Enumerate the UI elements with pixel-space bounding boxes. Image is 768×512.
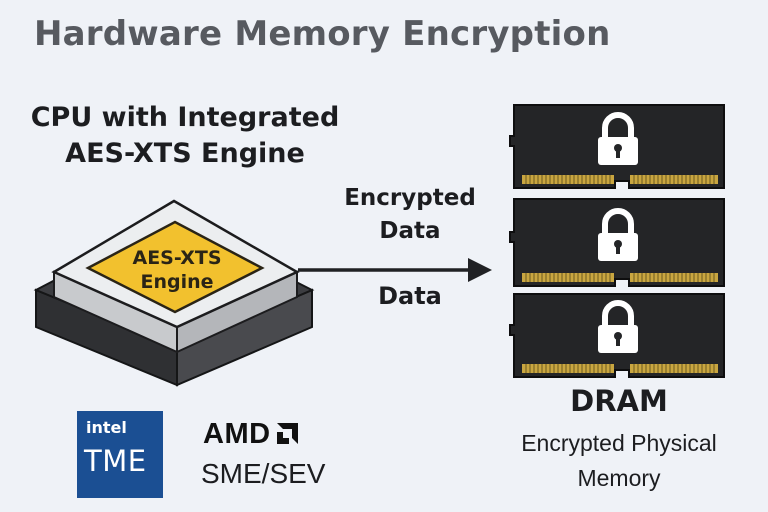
- aes-engine-label-line2: Engine: [140, 271, 214, 293]
- lock-icon: [598, 208, 638, 261]
- encrypted-data-label: Encrypted Data: [330, 182, 490, 248]
- encrypted-data-line2: Data: [379, 218, 441, 244]
- cpu-chip: [33, 199, 315, 387]
- arrow-right-icon: [298, 258, 492, 282]
- aes-engine-label: AES-XTS Engine: [117, 246, 237, 294]
- amd-brand-text: AMD: [203, 418, 271, 450]
- aes-engine-label-line1: AES-XTS: [132, 247, 222, 269]
- amd-sme-sev-label: SME/SEV: [201, 458, 326, 489]
- page-title: Hardware Memory Encryption: [34, 14, 611, 54]
- dram-module: [509, 293, 725, 378]
- cpu-heading-line2: AES-XTS Engine: [65, 138, 305, 169]
- dram-subtitle-line2: Memory: [577, 465, 661, 491]
- data-label: Data: [378, 282, 442, 310]
- intel-tme-logo: intel TME: [77, 411, 163, 498]
- amd-arrow-icon: [276, 422, 298, 444]
- encrypted-data-line1: Encrypted: [344, 185, 476, 211]
- cpu-heading-line1: CPU with Integrated: [30, 102, 340, 133]
- intel-brand-text: intel: [86, 418, 127, 437]
- dram-module: [509, 104, 725, 189]
- lock-icon: [598, 300, 638, 353]
- aes-engine-block: [85, 220, 265, 314]
- cpu-heading: CPU with Integrated AES-XTS Engine: [20, 100, 350, 172]
- lock-icon: [598, 112, 638, 165]
- dram-title: DRAM: [570, 384, 668, 418]
- dram-module: [509, 198, 725, 287]
- amd-logo: AMD: [203, 418, 298, 451]
- dram-subtitle-line1: Encrypted Physical: [521, 430, 717, 456]
- dram-subtitle: Encrypted Physical Memory: [490, 426, 748, 496]
- intel-tme-text: TME: [84, 444, 147, 478]
